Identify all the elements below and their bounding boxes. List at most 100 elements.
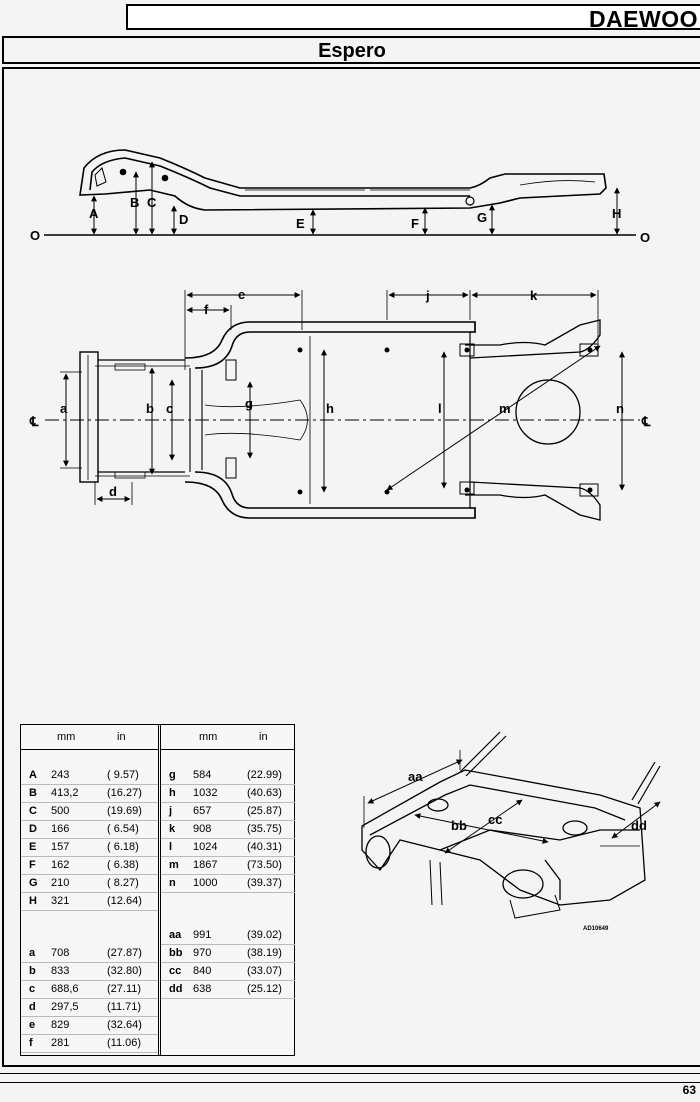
centerline-symbol-left: ℄ <box>29 414 39 429</box>
row-in: (27.87) <box>107 947 142 959</box>
plan-label-g: g <box>245 396 253 411</box>
row-key: dd <box>169 983 183 995</box>
row-mm: 908 <box>193 823 212 835</box>
row-in: (11.06) <box>107 1037 142 1049</box>
iso-label-aa: aa <box>408 769 423 784</box>
row-in: (16.27) <box>107 787 142 799</box>
side-label-G: G <box>477 210 487 225</box>
row-mm: 991 <box>193 929 212 941</box>
row-mm: 413,2 <box>51 787 79 799</box>
row-key: j <box>169 805 173 817</box>
row-mm: 1867 <box>193 859 218 871</box>
centerline-symbol-right: ℄ <box>641 414 651 429</box>
row-spacer <box>161 750 295 767</box>
row-in: (32.64) <box>107 1019 142 1031</box>
row-mm: 500 <box>51 805 70 817</box>
row-in: (35.75) <box>247 823 282 835</box>
row-in: ( 9.57) <box>107 769 139 781</box>
table-header-left: mm in <box>21 725 158 750</box>
table-row: F 162 ( 6.38) <box>21 857 158 875</box>
header-in: in <box>259 731 268 743</box>
row-in: (39.02) <box>247 929 282 941</box>
row-mm: 829 <box>51 1019 70 1031</box>
row-key: C <box>29 805 37 817</box>
row-key: f <box>29 1037 33 1049</box>
row-mm: 281 <box>51 1037 70 1049</box>
plan-label-a: a <box>60 401 68 416</box>
plan-label-m: m <box>499 401 511 416</box>
row-in: (25.87) <box>247 805 282 817</box>
row-key: H <box>29 895 37 907</box>
row-in: (22.99) <box>247 769 282 781</box>
row-mm: 833 <box>51 965 70 977</box>
row-in: (40.63) <box>247 787 282 799</box>
table-row: dd 638 (25.12) <box>161 981 295 999</box>
row-in: (27.11) <box>107 983 142 995</box>
footer-rule <box>0 1082 700 1083</box>
plan-label-n: n <box>616 401 624 416</box>
row-spacer <box>21 750 158 767</box>
model-title: Espero <box>318 40 386 62</box>
plan-label-j: j <box>425 288 430 303</box>
row-in: ( 6.18) <box>107 841 139 853</box>
row-mm: 840 <box>193 965 212 977</box>
side-label-H: H <box>612 206 621 221</box>
row-key: d <box>29 1001 36 1013</box>
datum-label-left: O <box>30 228 40 243</box>
row-in: (12.64) <box>107 895 142 907</box>
side-label-F: F <box>411 216 419 231</box>
table-row: k 908 (35.75) <box>161 821 295 839</box>
row-key: B <box>29 787 37 799</box>
table-row: f 281 (11.06) <box>21 1035 158 1053</box>
plan-label-d: d <box>109 484 117 499</box>
row-mm: 708 <box>51 947 70 959</box>
plan-label-e: e <box>238 287 245 302</box>
row-mm: 321 <box>51 895 70 907</box>
row-key: l <box>169 841 173 853</box>
side-label-D: D <box>179 212 188 227</box>
iso-label-dd: dd <box>631 818 647 833</box>
brand-bar: DAEWOO <box>126 4 700 32</box>
table-row: H 321 (12.64) <box>21 893 158 911</box>
row-mm: 584 <box>193 769 212 781</box>
plan-label-h: h <box>326 401 334 416</box>
plan-label-c: c <box>166 401 173 416</box>
header-in: in <box>117 731 126 743</box>
row-spacer <box>21 928 158 945</box>
row-spacer <box>161 910 295 927</box>
row-key: k <box>169 823 176 835</box>
row-spacer <box>161 893 295 910</box>
row-spacer <box>21 911 158 928</box>
row-key: bb <box>169 947 183 959</box>
row-in: (11.71) <box>107 1001 142 1013</box>
row-mm: 657 <box>193 805 212 817</box>
iso-label-bb: bb <box>451 818 467 833</box>
row-in: (25.12) <box>247 983 282 995</box>
row-in: ( 6.38) <box>107 859 139 871</box>
plan-label-l: l <box>438 401 442 416</box>
side-label-C: C <box>147 195 157 210</box>
row-key: F <box>29 859 36 871</box>
side-label-B: B <box>130 195 139 210</box>
row-mm: 970 <box>193 947 212 959</box>
row-mm: 638 <box>193 983 212 995</box>
header-mm: mm <box>57 731 76 743</box>
row-key: n <box>169 877 176 889</box>
table-row: j 657 (25.87) <box>161 803 295 821</box>
plan-label-f: f <box>204 302 209 317</box>
row-mm: 162 <box>51 859 70 871</box>
